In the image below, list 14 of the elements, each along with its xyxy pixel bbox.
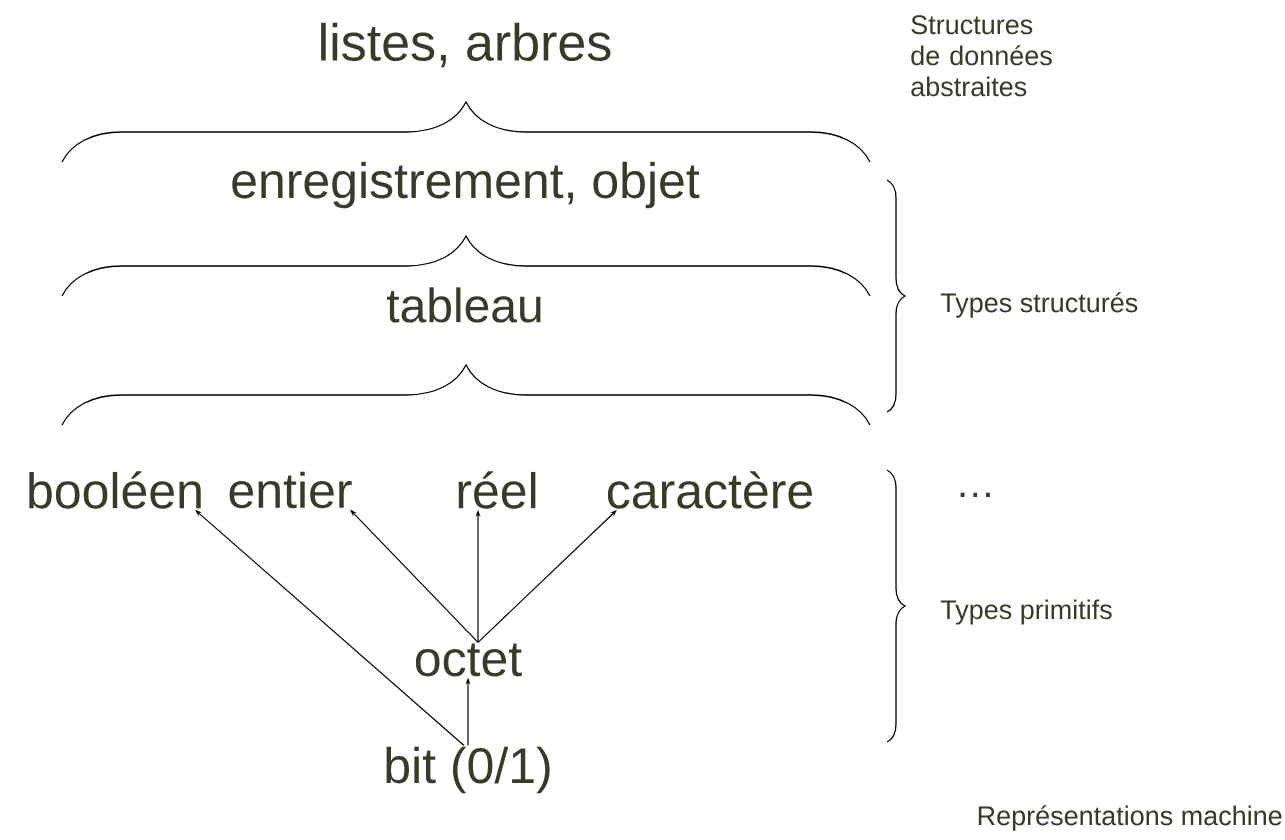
type-label: réel <box>458 471 536 509</box>
type-label: listes, arbres <box>321 22 611 68</box>
type-label: caractère <box>607 471 812 509</box>
side-label: Structures de données abstraites <box>911 15 1052 97</box>
side-label: Types structurés <box>940 292 1138 318</box>
type-label: entier <box>229 471 352 509</box>
side-label: … <box>960 492 990 498</box>
side-label: Types primitifs <box>940 599 1112 625</box>
type-label: booléen <box>29 471 201 509</box>
type-label: bit (0/1) <box>386 746 550 794</box>
type-label: octet <box>415 643 522 677</box>
side-label: Représentations machine <box>978 805 1282 831</box>
type-label: enregistrement, objet <box>232 161 700 209</box>
type-label: tableau <box>387 287 541 323</box>
